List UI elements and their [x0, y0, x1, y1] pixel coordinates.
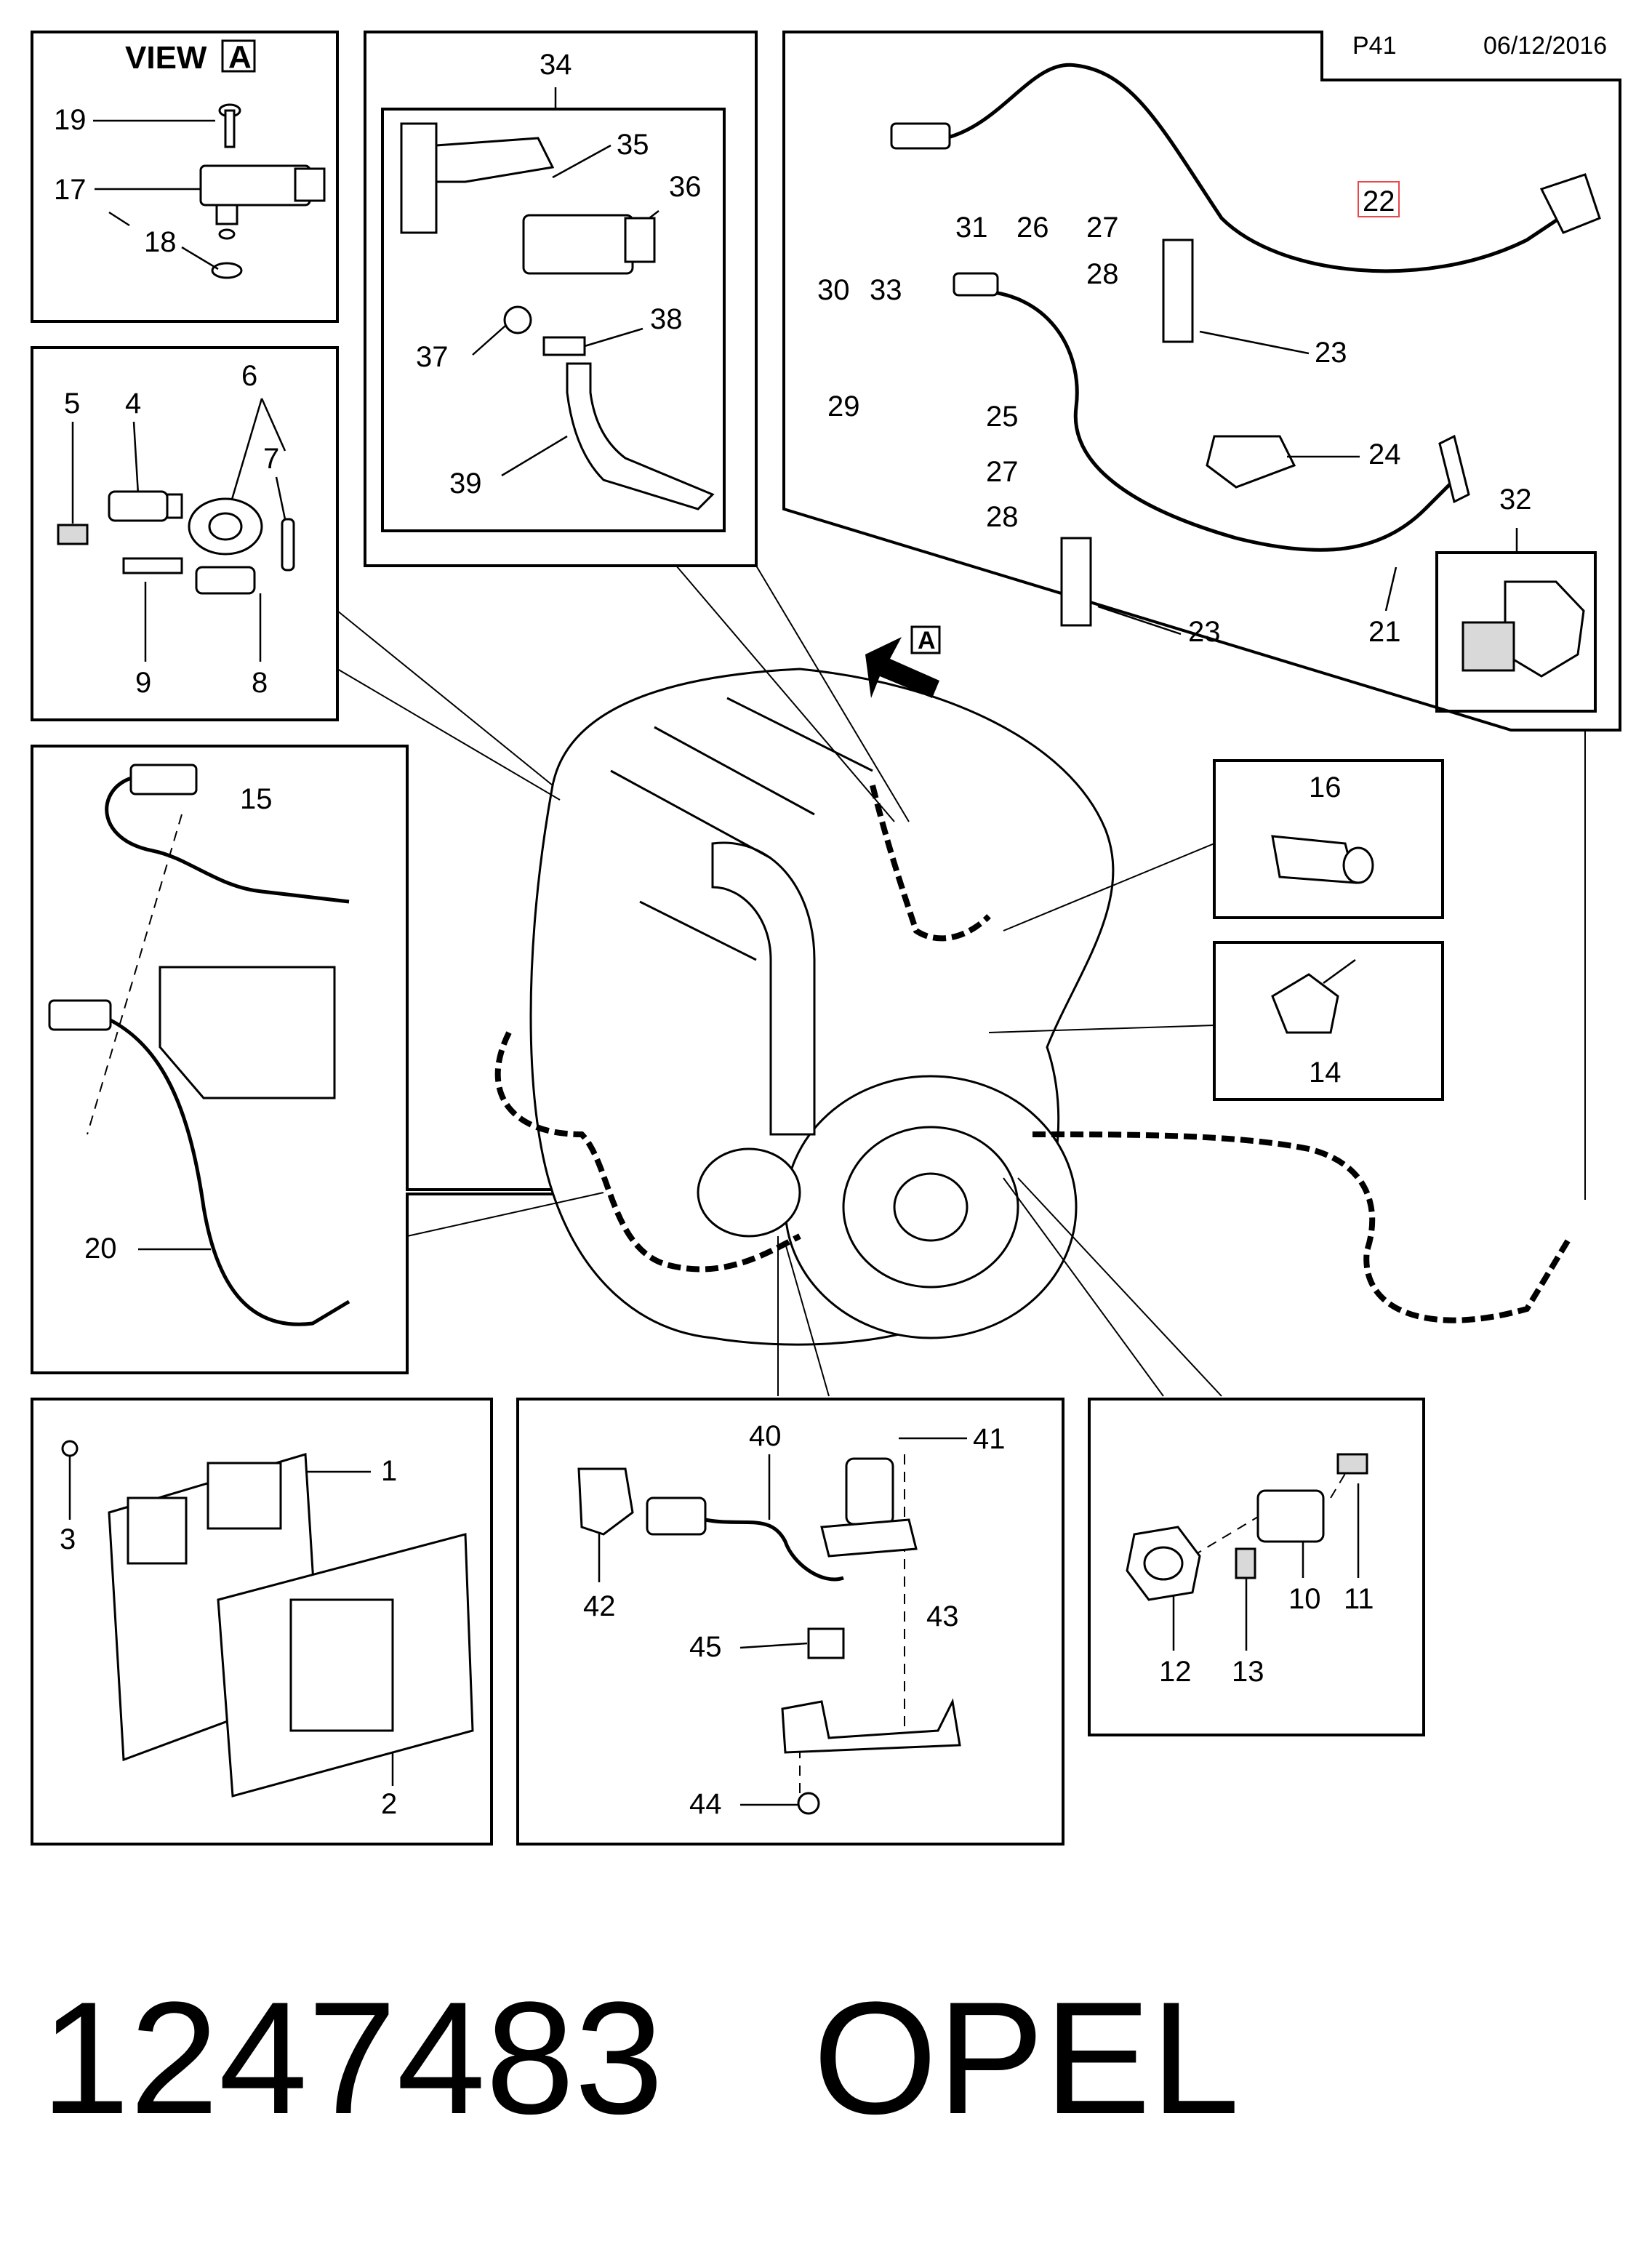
- callout-36: 36: [669, 171, 702, 203]
- callout-16: 16: [1309, 772, 1342, 804]
- panel-cam-sensor: 5 4 6 7 9 8: [31, 346, 339, 721]
- crank-sensor-icon: [1126, 1453, 1368, 1601]
- panel-temp-sensor: 14: [1213, 941, 1444, 1101]
- footer-part-number: 1247483: [41, 1968, 663, 2147]
- page-label: P41: [1352, 32, 1397, 60]
- callout-42: 42: [583, 1590, 616, 1622]
- callout-10: 10: [1288, 1583, 1321, 1615]
- panel-pressure-sensor: 34 35 36 37 38 39: [364, 31, 758, 567]
- callout-15: 15: [240, 783, 273, 815]
- callout-18: 18: [144, 226, 177, 258]
- panel-oil-pressure-switch: 16: [1213, 759, 1444, 919]
- callout-38: 38: [650, 303, 683, 335]
- callout-31: 31: [955, 212, 988, 244]
- callout-19: 19: [54, 104, 87, 136]
- callout-14: 14: [1309, 1057, 1342, 1089]
- panel-ecu: 1 2 3: [31, 1398, 493, 1846]
- callout-27-upper: 27: [1086, 212, 1119, 244]
- callout-23-upper: 23: [1315, 337, 1347, 369]
- ecu-icon: [108, 1453, 474, 1798]
- highlight-box: [1358, 181, 1400, 217]
- callout-11: 11: [1344, 1583, 1374, 1615]
- callout-1: 1: [381, 1455, 397, 1487]
- callout-44: 44: [689, 1788, 722, 1820]
- callout-26: 26: [1017, 212, 1049, 244]
- callout-12: 12: [1159, 1656, 1192, 1688]
- panel-crank-sensor: 10 11 12 13: [1088, 1398, 1425, 1736]
- cam-sensor-icon: [57, 490, 295, 595]
- callout-3: 3: [60, 1523, 76, 1555]
- callout-20: 20: [84, 1233, 117, 1265]
- callout-25: 25: [986, 401, 1019, 433]
- map-sensor-icon: [199, 103, 326, 279]
- callout-22: 22: [1363, 185, 1395, 217]
- callout-41: 41: [973, 1423, 1006, 1455]
- callout-23-lower: 23: [1188, 616, 1221, 648]
- solenoid-icon: [577, 1457, 961, 1815]
- pressure-sensor-icon: [400, 122, 715, 510]
- callout-37: 37: [416, 341, 449, 373]
- callout-6: 6: [241, 360, 257, 392]
- callout-7: 7: [263, 443, 279, 475]
- view-label: VIEW: [125, 40, 207, 76]
- bolt-32-icon: [1461, 580, 1585, 678]
- callout-43: 43: [926, 1600, 959, 1632]
- engine-view-marker: A: [918, 627, 936, 654]
- callout-8: 8: [252, 667, 268, 699]
- callout-28-upper: 28: [1086, 258, 1119, 290]
- callout-4: 4: [125, 388, 141, 420]
- callout-28-lower: 28: [986, 501, 1019, 533]
- panel-oxygen-sensors: 15 20: [31, 745, 605, 1374]
- footer-brand: OPEL: [813, 1968, 1240, 2147]
- callout-9: 9: [135, 667, 151, 699]
- view-marker: A: [228, 39, 252, 75]
- callout-30: 30: [817, 274, 850, 306]
- callout-5: 5: [64, 388, 80, 420]
- callout-13: 13: [1232, 1656, 1264, 1688]
- callout-2: 2: [381, 1788, 397, 1820]
- callout-35: 35: [617, 129, 649, 161]
- callout-33: 33: [870, 274, 902, 306]
- panel-connectors: [337, 565, 1586, 1397]
- callout-29: 29: [827, 390, 860, 422]
- callout-32: 32: [1499, 484, 1532, 516]
- callout-39: 39: [449, 468, 482, 500]
- callout-34: 34: [540, 49, 572, 81]
- callout-17: 17: [54, 174, 87, 206]
- callout-24: 24: [1368, 438, 1401, 470]
- panel-view-a: VIEW A 19 17 18: [31, 31, 339, 323]
- panel-exhaust-sensors: 32 30 33 31 26 27 28 22 23 29 25 24 27 2…: [782, 31, 1621, 732]
- view-arrow-icon: [865, 637, 939, 698]
- callout-21: 21: [1368, 616, 1401, 648]
- callout-45: 45: [689, 1631, 722, 1663]
- panel-solenoid: 40 41 42 43 45 44: [516, 1398, 1064, 1846]
- date-label: 06/12/2016: [1483, 32, 1607, 60]
- callout-40: 40: [749, 1420, 782, 1452]
- callout-27-lower: 27: [986, 456, 1019, 488]
- engine-assembly-drawing: A: [494, 625, 1573, 1346]
